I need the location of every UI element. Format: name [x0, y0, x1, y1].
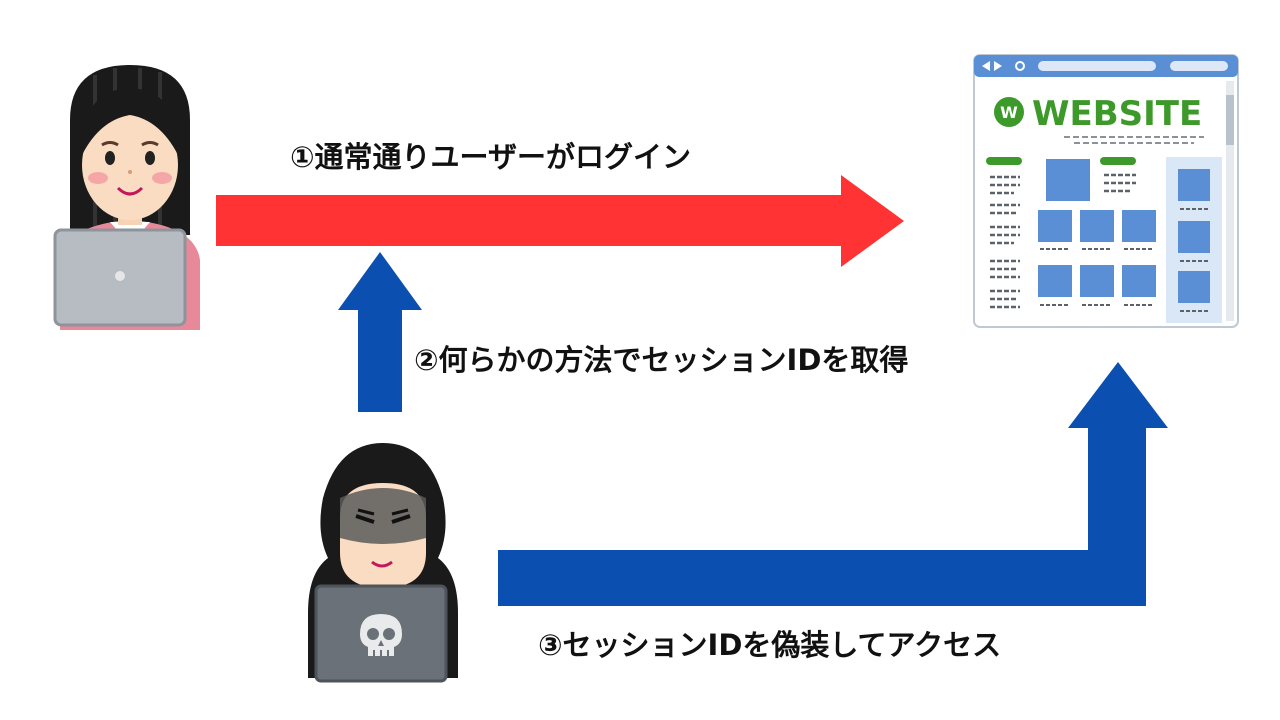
hooded-hacker-icon [308, 443, 458, 683]
browser-window-icon: W WEBSITE [973, 54, 1239, 328]
woman-with-laptop-icon [53, 65, 200, 330]
step1-red-arrow [216, 175, 904, 267]
step2-label: ②何らかの方法でセッションIDを取得 [414, 343, 909, 377]
skull-icon [360, 614, 402, 656]
step1-label: ①通常通りユーザーがログイン [290, 140, 691, 174]
step2-blue-up-arrow [338, 252, 422, 412]
website-title: WEBSITE [1032, 94, 1202, 134]
step3-label: ③セッションIDを偽装してアクセス [538, 628, 1002, 662]
step3-blue-elbow-arrow [498, 362, 1168, 606]
website-logo-letter: W [1000, 103, 1018, 122]
